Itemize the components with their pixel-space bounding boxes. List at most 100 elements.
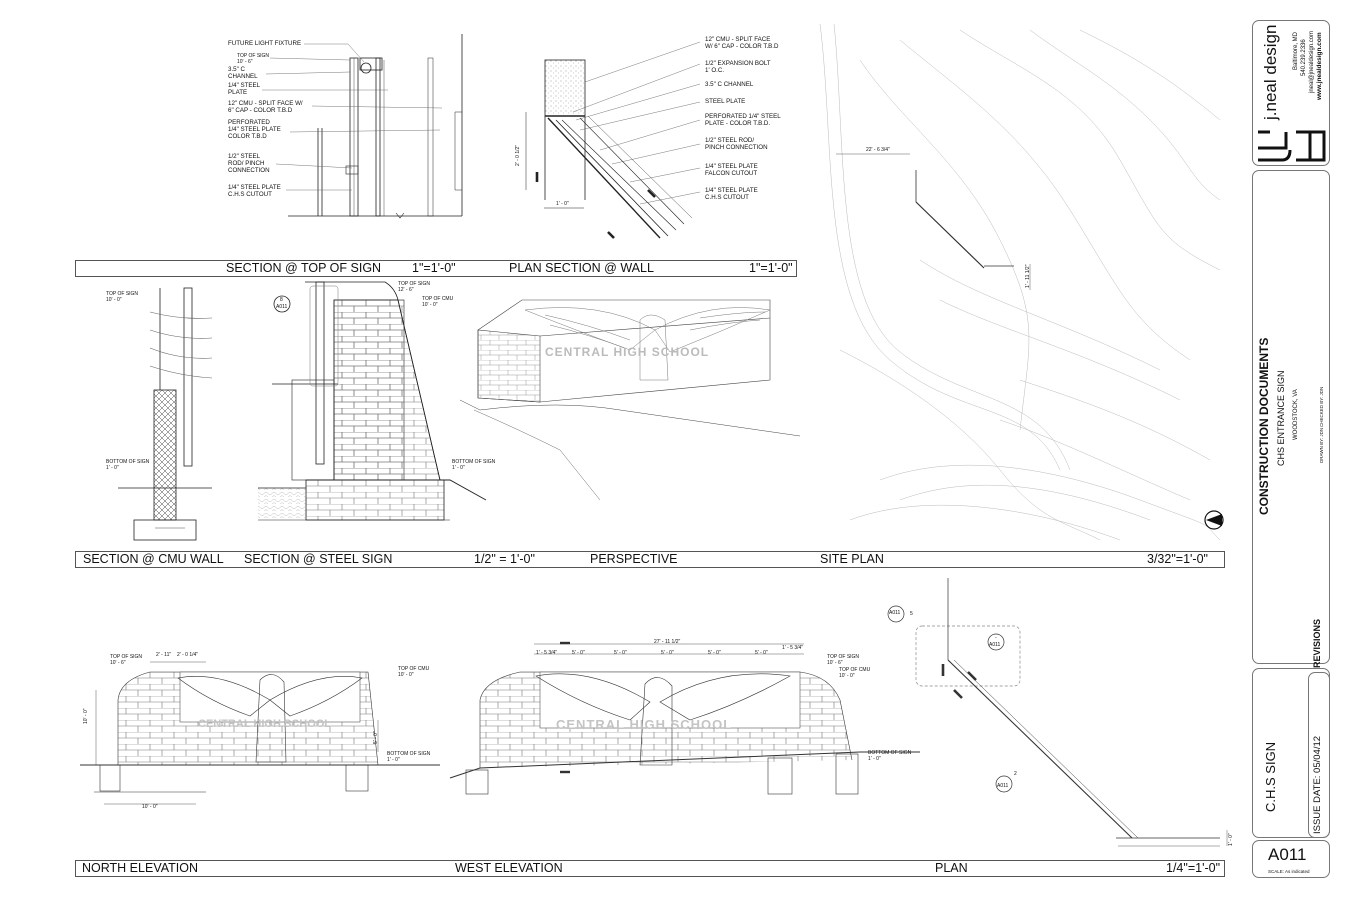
steel-ref-number: 8	[280, 297, 283, 303]
firm-phone: 540.239.2336	[1301, 39, 1307, 76]
note-c-channel-2: CHANNEL	[228, 73, 258, 80]
wall-note-cmu: 12" CMU - SPLIT FACE	[705, 36, 771, 43]
north-bottom-of-sign: BOTTOM OF SIGN	[387, 751, 431, 757]
drawn-by: DRAWN BY: JDN	[1319, 427, 1324, 463]
north-top-of-sign-value: 10' - 6"	[110, 660, 126, 666]
sheet-title: C.H.S SIGN	[1263, 741, 1278, 812]
wall-note-perforated: PERFORATED 1/4" STEEL	[705, 113, 781, 120]
note-steel-rod: 1/2" STEEL	[228, 153, 261, 160]
west-dim-4: 5' - 0"	[661, 650, 674, 656]
north-elevation-drawing	[80, 661, 440, 805]
steel-top-of-sign: TOP OF SIGN	[398, 281, 431, 287]
note-c-channel: 3.5" C	[228, 66, 245, 73]
west-top-of-sign-value: 10' - 6"	[827, 660, 843, 666]
wall-note-rod-2: PINCH CONNECTION	[705, 144, 768, 151]
note-steel-rod-2: ROD/ PINCH	[228, 160, 265, 167]
note-top-of-sign: TOP OF SIGN	[237, 53, 270, 59]
plan-ref3-number: 2	[1014, 771, 1017, 777]
plan-ref1-number: 5	[910, 611, 913, 617]
steel-ref-sheet: A011	[276, 304, 288, 310]
west-dim-overall: 27' - 11 1/2"	[654, 639, 681, 645]
steel-top-of-cmu-value: 10' - 0"	[422, 302, 438, 308]
north-bottom-of-sign-value: 1' - 0"	[387, 757, 400, 763]
plan-ref2-number: -	[995, 635, 997, 641]
cmu-top-of-sign: TOP OF SIGN	[106, 291, 139, 297]
plan-ref1-sheet: A011	[889, 610, 901, 616]
note-chs-cutout-2: C.H.S CUTOUT	[228, 191, 272, 198]
revisions-label: REVISIONS	[1312, 618, 1322, 668]
wall-dim-height: 2' - 0 1/2"	[515, 144, 521, 166]
west-elevation-drawing	[449, 641, 920, 795]
scale-section-top-sign: 1"=1'-0"	[412, 261, 456, 275]
title-north-elevation: NORTH ELEVATION	[82, 861, 198, 875]
north-dim-5: 10' - 0"	[142, 804, 158, 810]
checked-by: CHECKED BY: JDN	[1319, 386, 1324, 427]
note-steel-plate: 1/4" STEEL	[228, 82, 261, 89]
wall-note-channel: 3.5" C CHANNEL	[705, 81, 754, 88]
west-dim-6: 5' - 0"	[755, 650, 768, 656]
row2-title-bar	[75, 551, 1225, 568]
wall-note-bolt-2: 1' O.C.	[705, 67, 725, 74]
west-top-of-sign: TOP OF SIGN	[827, 654, 860, 660]
west-dim-7: 1' - 5 3/4"	[782, 645, 804, 651]
note-perforated-3: COLOR T.B.D	[228, 133, 267, 140]
title-section-top-sign: SECTION @ TOP OF SIGN	[226, 261, 382, 275]
perspective-drawing	[459, 299, 801, 501]
note-cmu-2: 6" CAP - COLOR T.B.D	[228, 107, 293, 114]
north-top-of-cmu: TOP OF CMU	[398, 666, 430, 672]
wall-note-cmu-2: W/ 6" CAP - COLOR T.B.D	[705, 43, 779, 50]
project-name: CHS ENTRANCE SIGN	[1276, 370, 1286, 466]
note-steel-plate-2: PLATE	[228, 89, 248, 96]
sheet-number: A011	[1268, 845, 1307, 864]
west-bottom-of-sign: BOTTOM OF SIGN	[868, 750, 912, 756]
title-plan: PLAN	[935, 861, 968, 875]
title-plan-section-wall: PLAN SECTION @ WALL	[509, 261, 654, 275]
note-chs-cutout: 1/4" STEEL PLATE	[228, 184, 281, 191]
west-dim-5: 5' - 0"	[708, 650, 721, 656]
west-top-of-cmu-value: 10' - 0"	[839, 673, 855, 679]
north-top-of-sign: TOP OF SIGN	[110, 654, 143, 660]
steel-top-of-sign-value: 12' - 6"	[398, 287, 414, 293]
north-top-of-cmu-value: 10' - 0"	[398, 672, 414, 678]
note-cmu: 12" CMU - SPLIT FACE W/	[228, 100, 303, 107]
steel-bottom-of-sign: BOTTOM OF SIGN	[452, 459, 496, 465]
note-top-of-sign-value: 10' - 6"	[237, 59, 253, 65]
cmu-top-of-sign-value: 10' - 0"	[106, 297, 122, 303]
wall-note-chs: 1/4" STEEL PLATE	[705, 187, 758, 194]
north-dim-2: 2' - 0 1/4"	[177, 652, 199, 658]
west-dim-1: 1' - 5 3/4"	[536, 650, 558, 656]
wall-note-steel-plate: STEEL PLATE	[705, 98, 746, 105]
west-bottom-of-sign-value: 1' - 0"	[868, 756, 881, 762]
plan-dim: 1' - 0"	[1228, 833, 1234, 846]
plan-ref2-sheet: A011	[989, 642, 1001, 648]
row1-title-bar	[75, 260, 797, 277]
wall-dim-width: 1' - 0"	[556, 201, 569, 207]
west-sign-text: CENTRAL HIGH SCHOOL	[556, 717, 733, 732]
north-sign-text: CENTRAL HIGH SCHOOL	[198, 718, 332, 730]
note-perforated: PERFORATED	[228, 119, 270, 126]
sheet-scale: SCALE: As indicated	[1268, 869, 1310, 874]
firm-website: www.jnealdesign.com	[1316, 32, 1323, 100]
section-top-of-sign-drawing	[262, 34, 463, 219]
plan-drawing	[887, 578, 1228, 847]
project-location: WOODSTOCK, VA	[1293, 389, 1299, 440]
wall-note-falcon-2: FALCON CUTOUT	[705, 170, 758, 177]
wall-note-perforated-2: PLATE - COLOR T.B.D.	[705, 120, 771, 127]
plan-ref3-sheet: A011	[997, 783, 1009, 789]
title-west-elevation: WEST ELEVATION	[455, 861, 563, 875]
firm-email: jneal@jnealdesign.com	[1309, 30, 1315, 93]
doc-type: CONSTRUCTION DOCUMENTS	[1257, 337, 1271, 515]
site-plan-drawing	[819, 23, 1224, 541]
section-cmu-wall-drawing	[118, 287, 213, 541]
sheet-number-panel	[1252, 840, 1330, 878]
jn-logo-icon	[1258, 130, 1326, 162]
title-section-cmu-wall: SECTION @ CMU WALL	[83, 552, 224, 566]
perspective-sign-text: CENTRAL HIGH SCHOOL	[545, 345, 710, 359]
issue-date-panel	[1308, 672, 1330, 838]
wall-note-bolt: 1/2" EXPANSION BOLT	[705, 60, 771, 67]
steel-top-of-cmu: TOP OF CMU	[422, 296, 454, 302]
scale-plan-section-wall: 1"=1'-0"	[749, 261, 793, 275]
note-steel-rod-3: CONNECTION	[228, 167, 270, 174]
